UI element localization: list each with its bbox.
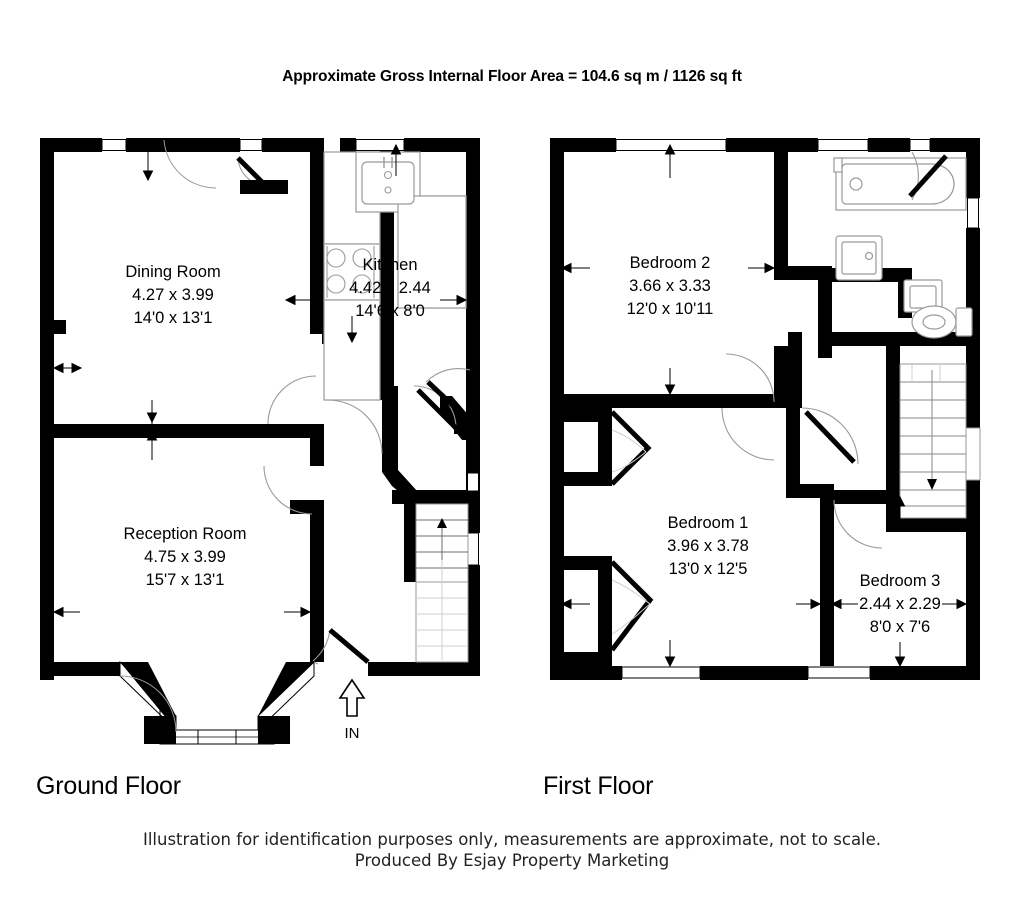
bath-tap [833, 157, 843, 173]
stairs-ground [415, 503, 469, 663]
room-label-bed3-metric: 2.44 x 2.29 [859, 595, 941, 613]
room-label-bed2-metric: 3.66 x 3.33 [629, 277, 711, 295]
dim-bed2-left [560, 262, 590, 274]
dim-bed2-top [664, 143, 676, 178]
front-door [163, 139, 217, 189]
room-label-bed2-name: Bedroom 2 [630, 254, 711, 272]
bathroom-fixtures [833, 157, 967, 281]
dim-reception-height [52, 606, 80, 618]
dim-kitchen-right [440, 294, 468, 306]
first-floor-caption: First Floor [543, 772, 654, 800]
dim-hall-divider [146, 400, 158, 460]
dim-bed1-left [560, 598, 590, 610]
dimension-arrows-ground [52, 143, 468, 730]
room-label-bed1-name: Bedroom 1 [668, 514, 749, 532]
room-label-reception-metric: 4.75 x 3.99 [144, 548, 226, 566]
dim-hall-stair [346, 316, 358, 344]
room-label-bed3-imp: 8'0 x 7'6 [870, 618, 930, 636]
dim-bed3-top [894, 495, 906, 528]
room-label-kitchen-imp: 14'6 x 8'0 [355, 302, 425, 320]
ground-floor-plan: IN [40, 138, 480, 745]
dim-bed1-right [796, 598, 822, 610]
room-label-reception-name: Reception Room [124, 525, 247, 543]
stairs-first [899, 363, 981, 519]
room-label-bed1-metric: 3.96 x 3.78 [667, 537, 749, 555]
dim-dining-width [142, 152, 154, 182]
page-title: Approximate Gross Internal Floor Area = … [282, 68, 742, 85]
basin-plug [864, 251, 874, 261]
ground-floor-caption: Ground Floor [36, 772, 181, 800]
room-label-kitchen-name: Kitchen [362, 256, 417, 274]
entrance-door-leaf [312, 662, 368, 670]
wc-fixtures [903, 279, 973, 339]
ground-floor-walls [40, 138, 480, 680]
room-label-dining-name: Dining Room [125, 263, 220, 281]
dim-dining-height [52, 362, 83, 374]
dim-bed3-left [830, 598, 858, 610]
dim-reception-width-bottom [154, 700, 166, 730]
bay-window [119, 660, 315, 745]
in-label: IN [345, 725, 360, 742]
first-floor-plan: Bedroom 2 3.66 x 3.33 12'0 x 10'11 Bedro… [550, 138, 981, 680]
first-floor-doors [721, 151, 948, 549]
dim-bed1-top [664, 382, 676, 408]
bath-plug [849, 177, 863, 191]
room-label-dining-metric: 4.27 x 3.99 [132, 286, 214, 304]
ground-floor-doors [119, 139, 471, 733]
wardrobe-doors-upper [610, 410, 652, 486]
sink-basin [361, 161, 415, 205]
room-label-dining-imp: 14'0 x 13'1 [134, 309, 213, 327]
first-floor-walls [550, 138, 980, 680]
kitchen-fixture-detail [326, 157, 393, 298]
dim-bed1-bottom [664, 640, 676, 668]
entrance-arrow-in [338, 678, 366, 717]
wc-basin-bowl [909, 285, 937, 309]
entrance-door-sweep [313, 661, 368, 665]
dim-reception-width-right [284, 606, 312, 618]
footer-disclaimer: Illustration for identification purposes… [142, 830, 882, 849]
kitchen-fixtures [323, 151, 467, 401]
ground-floor-windows [101, 139, 479, 566]
wardrobe-doors-lower [610, 560, 654, 652]
entrance-doorway [312, 628, 370, 664]
footer-producer: Produced By Esjay Property Marketing [354, 851, 670, 870]
dim-bed3-bottom [894, 642, 906, 668]
basin-bowl [841, 241, 877, 275]
dim-kitchen-top [390, 143, 402, 176]
hob-fixture-unit [323, 243, 381, 301]
room-label-bed1-imp: 13'0 x 12'5 [669, 560, 748, 578]
dim-bed3-right [942, 598, 968, 610]
toilet-bowl [911, 305, 957, 339]
dim-kitchen-left [284, 294, 312, 306]
ground-room-labels: Dining Room 4.27 x 3.99 14'0 x 13'1 Kitc… [124, 256, 431, 589]
bathtub-inner [841, 163, 955, 205]
toilet-seat-inner [922, 314, 946, 330]
room-label-reception-imp: 15'7 x 13'1 [146, 571, 225, 589]
toilet-cistern [955, 307, 973, 337]
first-room-labels: Bedroom 2 3.66 x 3.33 12'0 x 10'11 Bedro… [627, 254, 941, 636]
dimension-arrows-first [560, 143, 968, 668]
room-label-kitchen-metric: 4.42 x 2.44 [349, 279, 431, 297]
counter-unit-run [397, 195, 467, 309]
room-label-bed3-name: Bedroom 3 [860, 572, 941, 590]
room-label-bed2-imp: 12'0 x 10'11 [627, 300, 714, 318]
dim-bed2-right [748, 262, 776, 274]
